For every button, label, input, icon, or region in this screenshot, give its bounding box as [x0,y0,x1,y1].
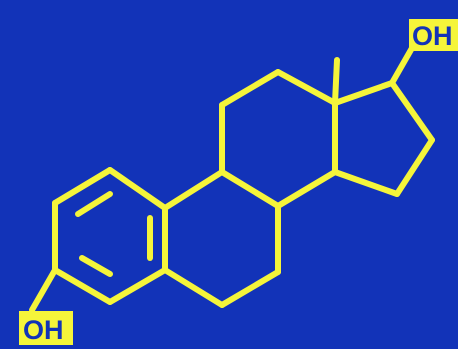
oh-label-top-right: OH [409,19,458,51]
label-box [409,19,458,51]
bond [219,169,281,209]
bond [389,80,435,143]
bond [394,137,435,197]
bond [52,267,113,305]
label-text: OH [412,21,453,51]
double-bond-inner [79,255,113,277]
bond [219,269,281,308]
bond [332,169,400,197]
label-text: OH [23,315,64,345]
oh-bond-top [389,45,415,86]
oh-bond-bottom [29,267,58,313]
bond [107,267,168,305]
bonds [29,45,435,313]
bond [275,69,338,106]
bond [332,80,395,106]
bond [107,167,168,211]
bond [162,267,225,308]
bond [52,167,113,206]
methyl-bond [332,57,340,106]
oh-label-bottom-left: OH [19,311,73,345]
label-box [19,311,73,345]
bond [275,169,338,209]
bond [162,169,225,211]
double-bond-inner [75,191,113,217]
bond [219,69,281,108]
